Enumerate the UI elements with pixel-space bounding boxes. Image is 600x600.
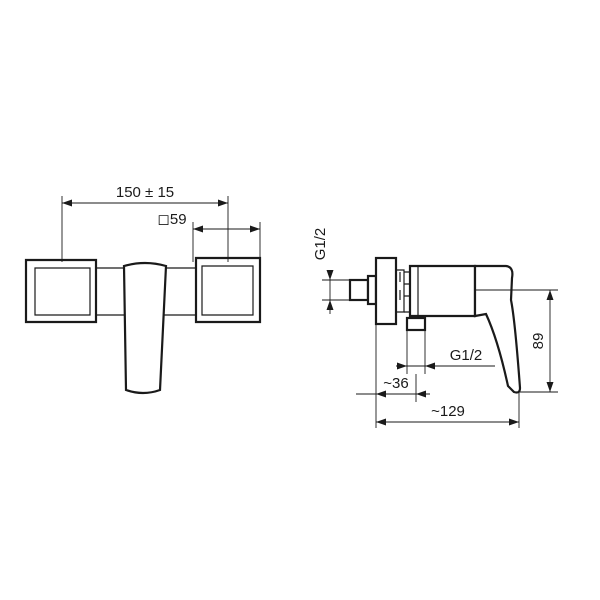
dimension-height: 89 bbox=[475, 289, 558, 393]
side-lever-handle bbox=[473, 264, 522, 394]
dimension-outlet-offset: ~36 bbox=[356, 324, 430, 428]
outlet-offset-label: ~36 bbox=[383, 375, 408, 392]
front-view: 150 ± 15 ◻59 bbox=[24, 184, 262, 395]
dimension-depth: ~129 bbox=[376, 392, 520, 428]
depth-label: ~129 bbox=[431, 403, 465, 420]
dimension-width: 150 ± 15 bbox=[61, 184, 229, 262]
dimension-outlet-thread: G1/2 bbox=[396, 330, 495, 374]
dimension-handle: ◻59 bbox=[157, 211, 261, 262]
inlet-thread-label: G1/2 bbox=[312, 228, 329, 261]
outlet-thread-label: G1/2 bbox=[450, 347, 483, 364]
front-lever-handle bbox=[122, 261, 168, 395]
side-view: G1/2 G1/2 ~36 ~129 bbox=[312, 228, 558, 428]
dimension-inlet-thread: G1/2 bbox=[312, 228, 350, 314]
handle-label: ◻59 bbox=[157, 211, 186, 228]
right-escutcheon bbox=[194, 256, 262, 324]
outlet-nipple bbox=[405, 316, 427, 332]
left-escutcheon bbox=[24, 258, 98, 324]
side-body bbox=[408, 264, 477, 318]
inlet-fitting bbox=[348, 256, 411, 326]
height-label: 89 bbox=[530, 333, 547, 350]
width-label: 150 ± 15 bbox=[116, 184, 174, 201]
